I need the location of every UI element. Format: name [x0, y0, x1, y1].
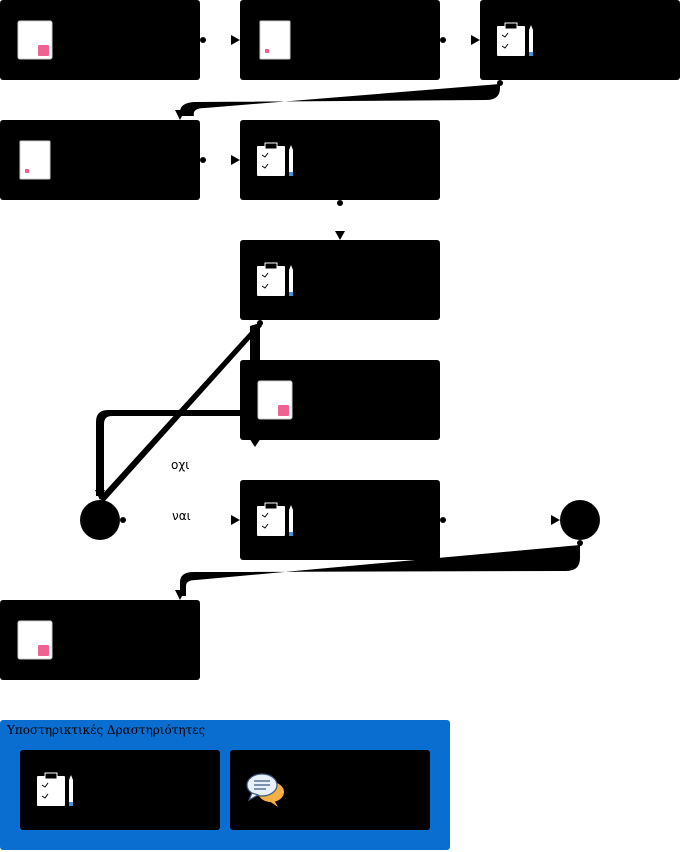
gateway[interactable] [560, 500, 600, 540]
note-page-icon [17, 620, 53, 660]
support-panel: Υποστηρικτικές Δραστηριότητες [0, 720, 450, 850]
edge-task3-task4 [175, 80, 503, 120]
small-note-page-icon [259, 20, 291, 60]
edge-label-no: οχι [171, 458, 189, 472]
edge-gateway2-task9 [175, 540, 583, 600]
task-node[interactable] [0, 120, 200, 200]
task-node[interactable] [480, 0, 680, 80]
support-panel-title: Υποστηρικτικές Δραστηριότητες [6, 723, 205, 737]
task-node[interactable] [240, 0, 440, 80]
connectors [95, 35, 583, 600]
task-node[interactable] [240, 120, 440, 200]
task-node[interactable] [0, 0, 200, 80]
task-node[interactable] [240, 240, 440, 320]
edge-task1-task2 [200, 35, 240, 45]
task-node[interactable] [240, 360, 440, 440]
edge-task4-task5 [200, 155, 240, 165]
note-page-icon [17, 20, 53, 60]
task-node[interactable] [240, 480, 440, 560]
edge-gateway1-task8 [120, 515, 240, 525]
edge-task2-task3 [440, 35, 480, 45]
gateway[interactable] [80, 500, 120, 540]
support-task-node[interactable] [230, 750, 430, 830]
edge-label-yes: ναι [172, 509, 191, 523]
small-note-page-icon [19, 140, 51, 180]
support-task-node[interactable] [20, 750, 220, 830]
edge-task6-gateway1 [95, 320, 263, 502]
note-page-icon [257, 380, 293, 420]
task-node[interactable] [0, 600, 200, 680]
edge-task8-gateway2 [440, 515, 560, 525]
edge-task5-task6 [335, 200, 345, 240]
